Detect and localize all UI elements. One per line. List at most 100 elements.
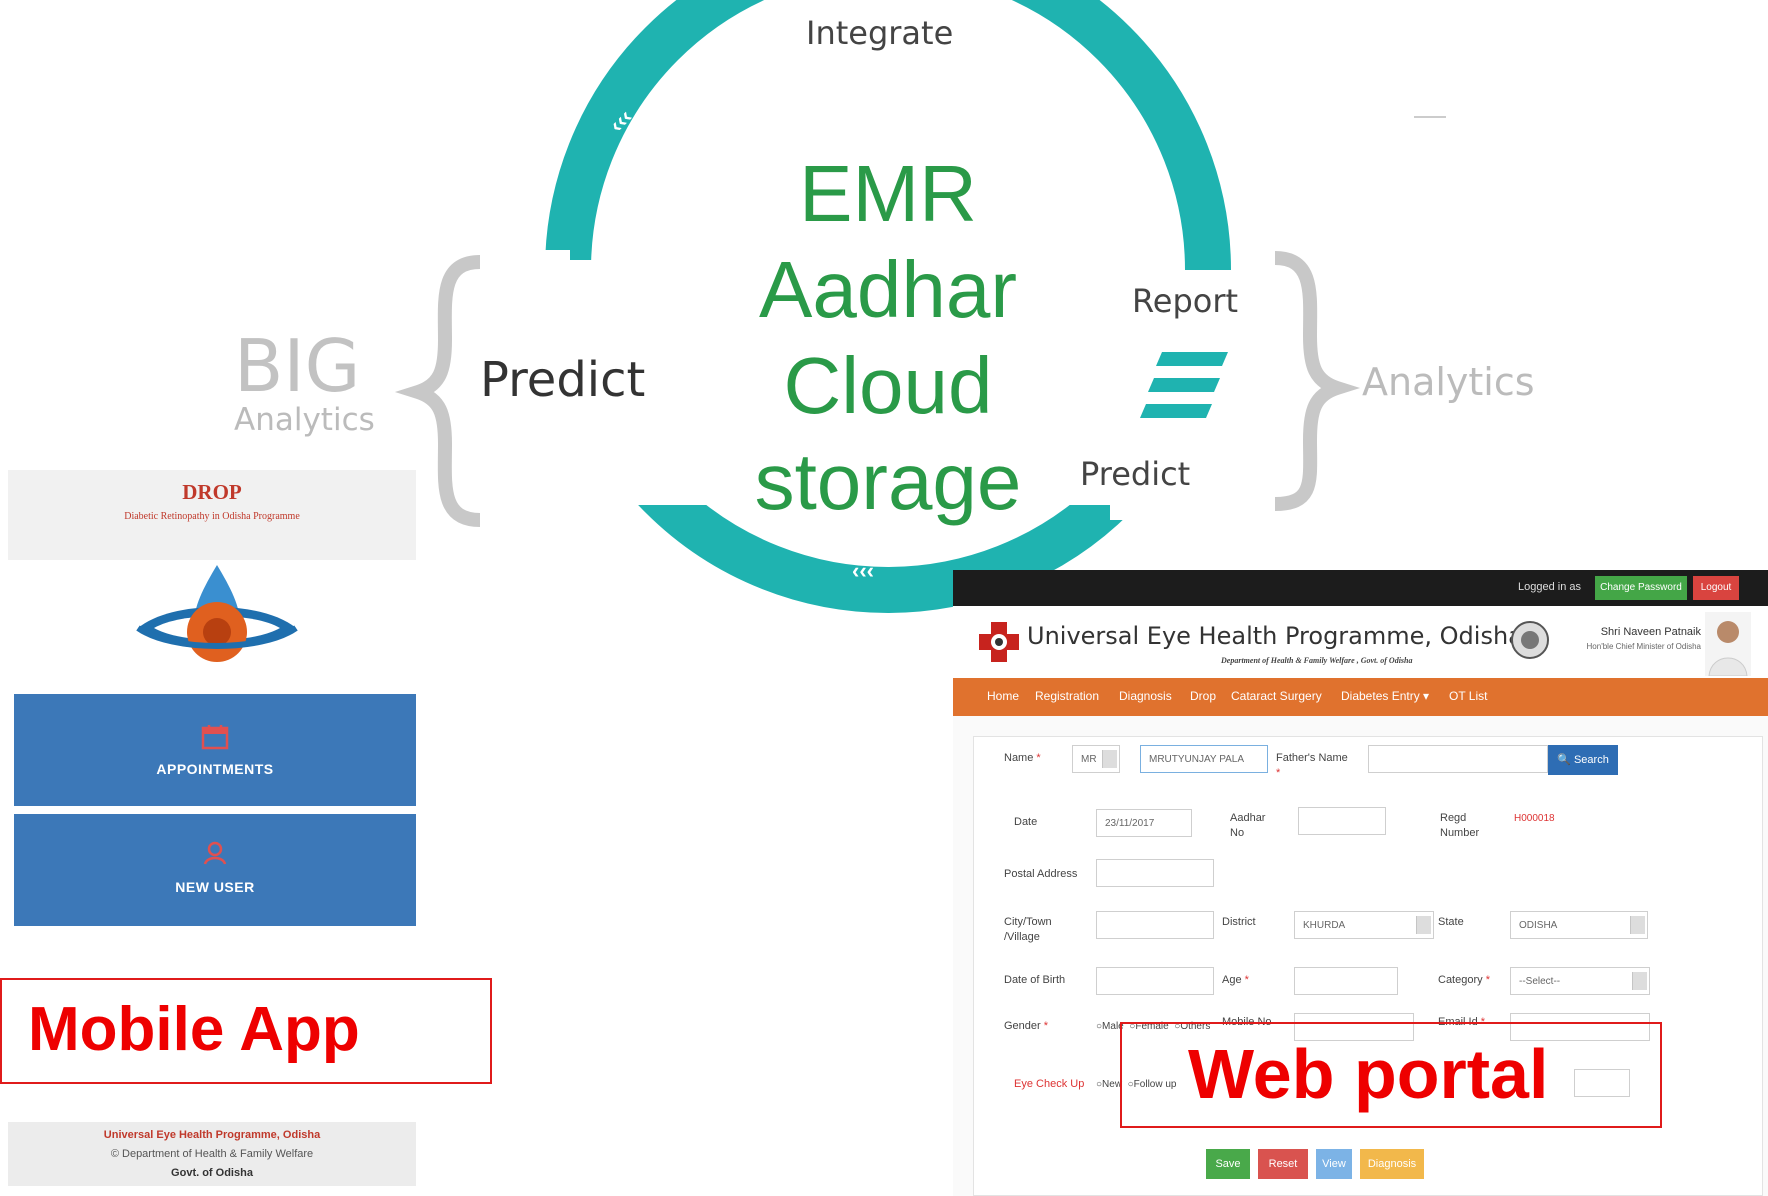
category-label: Category * (1438, 974, 1490, 986)
cm-name: Shri Naveen Patnaik (1600, 626, 1701, 638)
father-name-label: Father's Name* (1276, 752, 1348, 779)
gender-label: Gender * (1004, 1020, 1049, 1032)
reset-button[interactable]: Reset (1258, 1149, 1308, 1179)
big-word: BIG (234, 324, 361, 408)
eye-check-up-label: Eye Check Up (1014, 1078, 1085, 1090)
new-user-label: NEW USER (175, 879, 255, 895)
email-input[interactable] (1510, 1013, 1650, 1041)
dob-label: Date of Birth (1004, 974, 1066, 986)
postal-address-input[interactable] (1096, 859, 1214, 887)
eye-new[interactable]: New (1102, 1079, 1123, 1090)
stage-integrate-label: Integrate (806, 14, 954, 52)
nav-cataract-surgery[interactable]: Cataract Surgery (1231, 689, 1322, 703)
new-user-button[interactable]: NEW USER (14, 814, 416, 926)
mobile-app-caption-box: Mobile App (0, 978, 492, 1084)
gender-options[interactable]: ○Male ○Female ○Others (1096, 1021, 1211, 1032)
nav-registration[interactable]: Registration (1035, 689, 1100, 703)
city-input[interactable] (1096, 911, 1214, 939)
eye-check-options[interactable]: ○New ○Follow up (1096, 1079, 1177, 1090)
portal-header: Universal Eye Health Programme, Odisha D… (953, 606, 1768, 678)
red-cross-logo-icon (979, 622, 1019, 662)
portal-topbar: Logged in as Change Password Logout (953, 570, 1768, 606)
category-select[interactable]: --Select-- (1510, 967, 1650, 995)
cm-photo (1705, 612, 1751, 676)
state-select[interactable]: ODISHA (1510, 911, 1648, 939)
father-name-input[interactable] (1368, 745, 1548, 773)
portal-title: Universal Eye Health Programme, Odisha (1027, 622, 1523, 650)
gender-male[interactable]: Male (1102, 1021, 1124, 1032)
change-password-button[interactable]: Change Password (1595, 576, 1687, 600)
portal-nav: Home Registration Diagnosis Drop Catarac… (953, 678, 1768, 716)
nav-home[interactable]: Home (987, 689, 1020, 703)
regd-number-label: Regd Number (1440, 812, 1480, 839)
center-line-storage: storage (754, 437, 1022, 526)
mobile-app-title: DROP (182, 480, 242, 504)
registration-form: Name * MR MRUTYUNJAY PALA Father's Name*… (973, 736, 1763, 1196)
state-emblem-icon (1511, 621, 1549, 659)
logged-in-text: Logged in as (1518, 581, 1581, 593)
mobile-app-header: DROP Diabetic Retinopathy in Odisha Prog… (8, 470, 416, 560)
center-line-emr: EMR (799, 149, 977, 238)
date-input[interactable]: 23/11/2017 (1096, 809, 1192, 837)
date-label: Date (1014, 816, 1038, 828)
city-label: City/Town /Village (1004, 916, 1052, 943)
nav-diagnosis[interactable]: Diagnosis (1119, 689, 1172, 703)
portal-department: Department of Health & Family Welfare , … (1221, 656, 1413, 665)
mobile-input[interactable] (1294, 1013, 1414, 1041)
mobile-app-footer: Universal Eye Health Programme, Odisha ©… (8, 1122, 416, 1186)
web-portal-caption-box: Web portal (1120, 1022, 1662, 1128)
center-text: EMR Aadhar Cloud storage (688, 146, 1088, 530)
search-button[interactable]: 🔍 Search (1548, 745, 1618, 775)
save-button[interactable]: Save (1206, 1149, 1250, 1179)
stage-predict-right-label: Predict (1080, 455, 1191, 493)
ring-segment-bottom (638, 505, 1138, 613)
calendar-icon (201, 725, 229, 750)
aadhar-label: Aadhar No (1230, 812, 1266, 839)
logout-button[interactable]: Logout (1693, 576, 1739, 600)
footer-line-2: © Department of Health & Family Welfare (110, 1148, 314, 1160)
eye-input-right[interactable] (1574, 1069, 1630, 1097)
web-portal-screenshot: Logged in as Change Password Logout Univ… (953, 570, 1768, 1196)
name-input[interactable]: MRUTYUNJAY PALA (1140, 745, 1268, 773)
regd-number-value: H000018 (1514, 813, 1555, 824)
diagnosis-button[interactable]: Diagnosis (1360, 1149, 1424, 1179)
center-line-cloud: Cloud (783, 341, 993, 430)
postal-address-label: Postal Address (1004, 868, 1078, 880)
dob-input[interactable] (1096, 967, 1214, 995)
mobile-app-caption: Mobile App (28, 995, 360, 1064)
footer-line-1: Universal Eye Health Programme, Odisha (103, 1129, 321, 1141)
report-stack-icon (1140, 352, 1228, 418)
state-label: State (1438, 916, 1464, 928)
district-label: District (1222, 916, 1256, 928)
center-line-aadhar: Aadhar (759, 245, 1017, 334)
big-analytics-word: Analytics (234, 402, 375, 438)
aadhar-input[interactable] (1298, 807, 1386, 835)
gender-female[interactable]: Female (1135, 1021, 1169, 1032)
eye-drop-logo-icon (136, 565, 298, 662)
name-label: Name * (1004, 752, 1041, 764)
right-brace (1274, 251, 1361, 511)
cm-title: Hon'ble Chief Minister of Odisha (1586, 642, 1701, 651)
district-select[interactable]: KHURDA (1294, 911, 1434, 939)
nav-ot-list[interactable]: OT List (1449, 689, 1488, 703)
nav-diabetes-entry[interactable]: Diabetes Entry ▾ (1341, 689, 1430, 703)
user-add-icon (203, 841, 227, 865)
salutation-select[interactable]: MR (1072, 745, 1120, 773)
mobile-app-subtitle: Diabetic Retinopathy in Odisha Programme (124, 511, 300, 522)
appointments-button[interactable]: APPOINTMENTS (14, 694, 416, 806)
nav-drop[interactable]: Drop (1190, 689, 1217, 703)
stage-report-label: Report (1132, 282, 1239, 320)
eye-follow-up[interactable]: Follow up (1133, 1079, 1177, 1090)
left-brace (394, 255, 481, 527)
footer-line-3: Govt. of Odisha (171, 1167, 253, 1179)
stage-predict-left-label: Predict (480, 352, 646, 408)
right-analytics-word: Analytics (1362, 360, 1535, 404)
appointments-label: APPOINTMENTS (156, 761, 274, 777)
web-portal-caption: Web portal (1188, 1035, 1549, 1113)
arrow-icon-bottom: ‹‹‹ (852, 558, 874, 583)
age-label: Age * (1222, 974, 1249, 986)
view-button[interactable]: View (1316, 1149, 1352, 1179)
gender-others[interactable]: Others (1180, 1021, 1211, 1032)
age-input[interactable] (1294, 967, 1398, 995)
